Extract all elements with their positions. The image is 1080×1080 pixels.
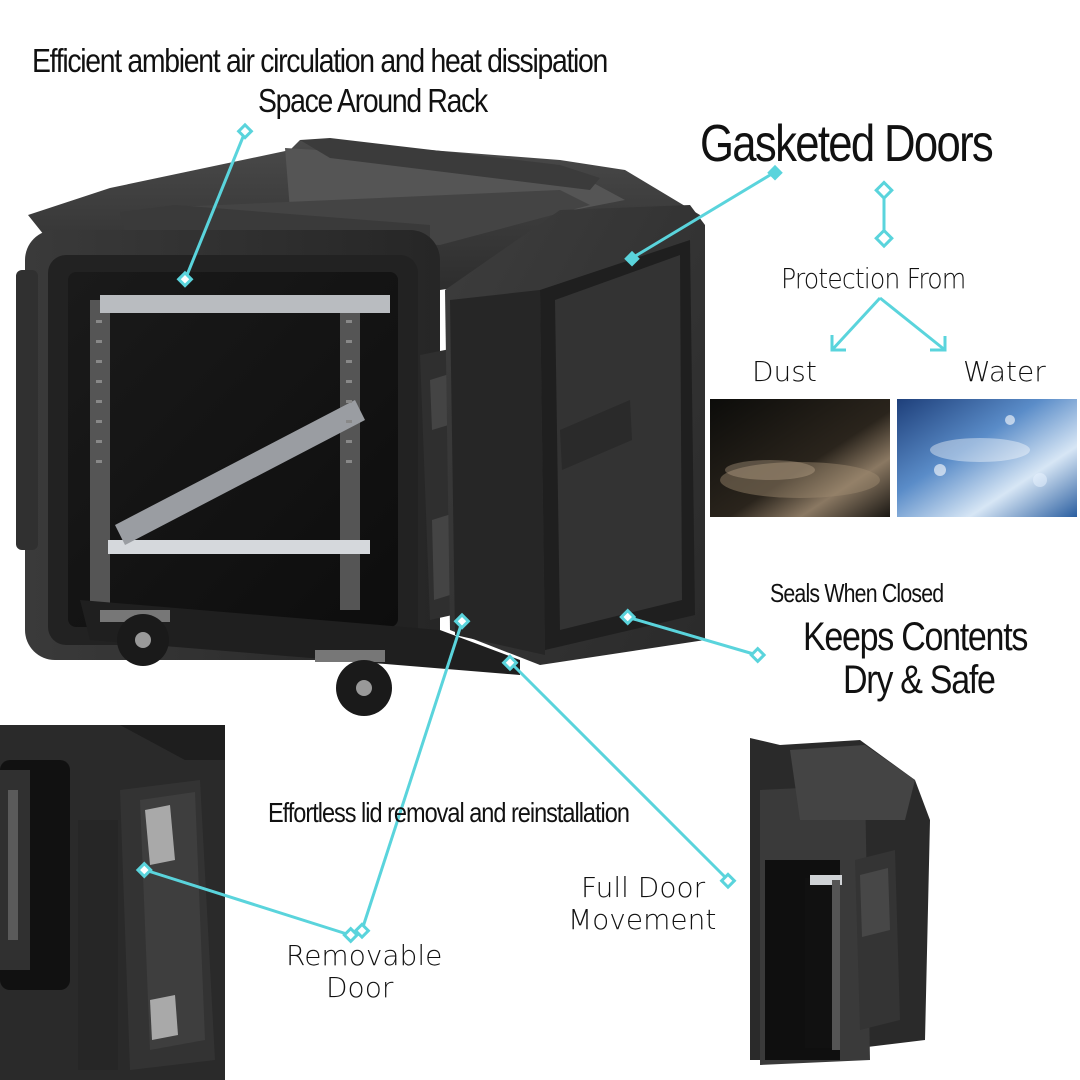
protection-from-label: Protection From [781,262,966,295]
full-door-movement-line-2: Movement [568,903,717,936]
lid-removal-caption: Effortless lid removal and reinstallatio… [268,797,630,828]
headline-line-2: Space Around Rack [258,82,488,119]
full-door-movement-line-1: Full Door [581,871,706,904]
inset-left-hinge [0,725,225,1080]
removable-door-line-2: Door [326,971,394,1004]
water-label: Water [963,355,1046,388]
keeps-contents-label: Keeps Contents [803,615,1028,659]
dust-label: Dust [752,355,817,388]
gasketed-doors-title: Gasketed Doors [700,115,994,173]
headline-line-1: Efficient ambient air circulation and he… [32,42,608,79]
dry-safe-label: Dry & Safe [843,658,996,702]
dust-photo [710,399,890,517]
callout-lines [144,131,946,937]
inset-right-door [750,738,1080,1080]
seals-when-closed-label: Seals When Closed [770,578,944,608]
water-photo [897,399,1077,517]
removable-door-line-1: Removable [286,939,443,972]
